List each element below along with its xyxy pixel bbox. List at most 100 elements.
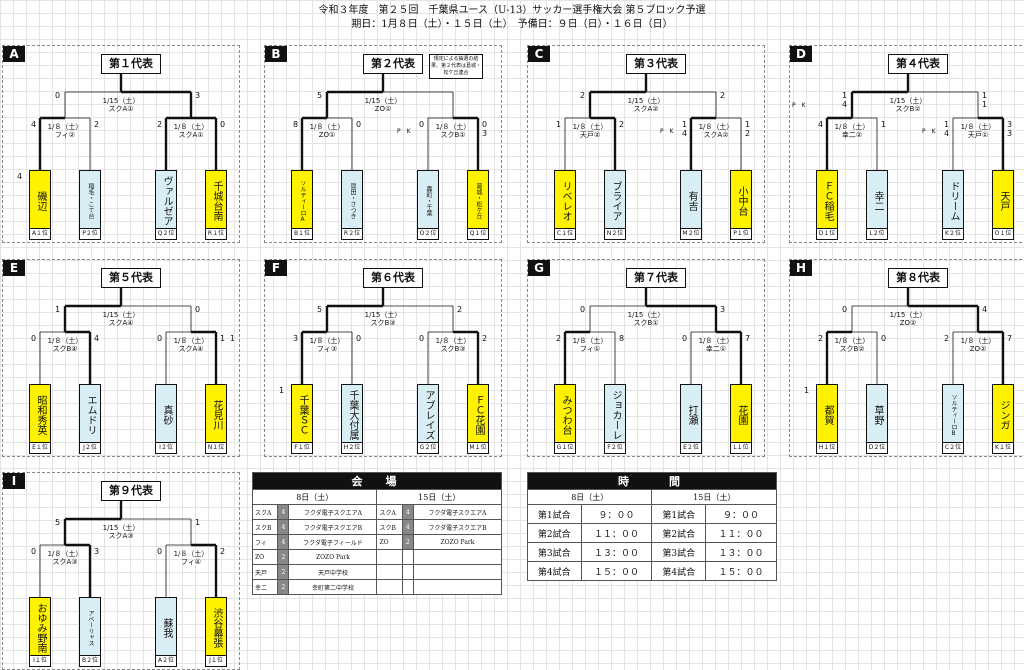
semi-right-date: 1/８（土） xyxy=(960,123,996,131)
venue-cell: 天戸中学校 xyxy=(288,564,378,580)
bracket-lines xyxy=(300,74,480,170)
semi-left-score-r: 0 xyxy=(356,120,362,129)
semi-left-score-l: 1 xyxy=(556,120,562,129)
bracket-lines xyxy=(38,74,218,170)
time-cell: １５：００ xyxy=(705,561,777,581)
venue-cell: スクA xyxy=(251,504,279,520)
team-seed: N１位 xyxy=(206,442,226,453)
semi-left-score-r: 3 xyxy=(94,547,100,556)
team-seed: P２位 xyxy=(80,228,100,239)
semi-right-date: 1/８（土） xyxy=(173,123,209,131)
final-score-right: 3 xyxy=(195,91,201,100)
team-name: 草野 xyxy=(872,405,883,425)
team-name: エムドリ xyxy=(85,395,96,435)
semi-right-score-l: 0 xyxy=(157,547,163,556)
team-seed: L２位 xyxy=(867,228,887,239)
team-seed: M２位 xyxy=(681,228,701,239)
venue-cell: ZOZO Park xyxy=(288,549,378,565)
team-seed: E１位 xyxy=(30,442,50,453)
pk-label-left: P K xyxy=(792,102,806,109)
venue-day15: 15日（土） xyxy=(376,489,502,505)
venue-cell: ZO xyxy=(376,534,403,550)
team-seed: G１位 xyxy=(555,442,575,453)
semi-left-venue: スクB② xyxy=(839,345,865,353)
bracket-lines xyxy=(39,288,218,384)
team-name: 賀田・さつき xyxy=(349,183,356,219)
semi-right-score-l: 0 xyxy=(682,334,688,343)
time-cell: ９：００ xyxy=(580,504,653,524)
semi-left-score-r: 0 xyxy=(356,334,362,343)
semi-left-date: 1/８（土） xyxy=(572,337,608,345)
team-seed: I１位 xyxy=(30,655,50,666)
team-seed: A１位 xyxy=(30,228,50,239)
team-name: 真砂 xyxy=(161,405,172,425)
final-score-right: 1 xyxy=(195,518,201,527)
final-score-right: 2 xyxy=(720,91,726,100)
semi-left-venue: 幸二② xyxy=(841,131,863,139)
semi-right-score-l: 2 xyxy=(944,334,950,343)
page-subtitle: 期日：1月８日（土）・１５日（土） 予備日：９日（日）・１６日（日） xyxy=(351,19,673,30)
semi-left-date: 1/８（土） xyxy=(834,123,870,131)
semi-left-venue: スクA③ xyxy=(52,558,78,566)
semi-left-venue: 天戸② xyxy=(579,131,601,139)
team-seed: R２位 xyxy=(342,228,362,239)
team-seed: K１位 xyxy=(993,442,1013,453)
final-venue: ZO① xyxy=(374,105,392,113)
team-name: ドリーム xyxy=(948,181,959,221)
semi-left-score-r: 1 xyxy=(881,120,887,129)
semi-right-date: 1/８（土） xyxy=(435,123,471,131)
final-score-right: 3 xyxy=(720,305,726,314)
semi-left-score-r: 8 xyxy=(619,334,625,343)
venue-cell xyxy=(412,579,503,595)
team-seed: P１位 xyxy=(731,228,751,239)
semi-right-venue: 天戸① xyxy=(967,131,989,139)
final-date: 1/15（土） xyxy=(102,311,140,319)
semi-left-score-r: 0 xyxy=(881,334,887,343)
venue-cell xyxy=(412,549,503,565)
team-name: おゆみ野南 xyxy=(35,603,46,653)
semi-left-score-r: 2 xyxy=(94,120,100,129)
semi-right-venue: 幸二① xyxy=(705,345,727,353)
team-seed: B１位 xyxy=(292,228,312,239)
time-cell: 第3試合 xyxy=(651,542,707,562)
semi-right-date: 1/８（土） xyxy=(173,337,209,345)
time-day15: 15日（土） xyxy=(651,489,777,505)
semi-left-date: 1/８（土） xyxy=(572,123,608,131)
semi-right-score-r: 7 xyxy=(745,334,751,343)
final-score-left: 0 xyxy=(55,91,61,100)
semi-right-venue: スクA④ xyxy=(178,345,204,353)
team-seed: A２位 xyxy=(156,655,176,666)
semi-right-date: 1/８（土） xyxy=(173,550,209,558)
team-name: アベーリャス xyxy=(87,610,94,646)
bracket-lines xyxy=(564,74,742,170)
semi-right-score-r: 7 xyxy=(1007,334,1013,343)
venue-cell: 4 xyxy=(277,534,290,550)
venue-cell xyxy=(401,549,414,565)
semi-right-score-l: 1 4 xyxy=(944,120,950,138)
final-venue: スクB③ xyxy=(370,319,396,327)
time-cell: １１：００ xyxy=(705,523,777,543)
team-seed: Q２位 xyxy=(156,228,176,239)
venue-cell: 2 xyxy=(277,579,290,595)
time-cell: 第1試合 xyxy=(527,504,582,524)
team-seed: J２位 xyxy=(80,442,100,453)
side-score-right: 1 xyxy=(230,334,236,343)
final-score-left: 5 xyxy=(317,91,323,100)
team-name: 都賀 xyxy=(822,405,833,425)
